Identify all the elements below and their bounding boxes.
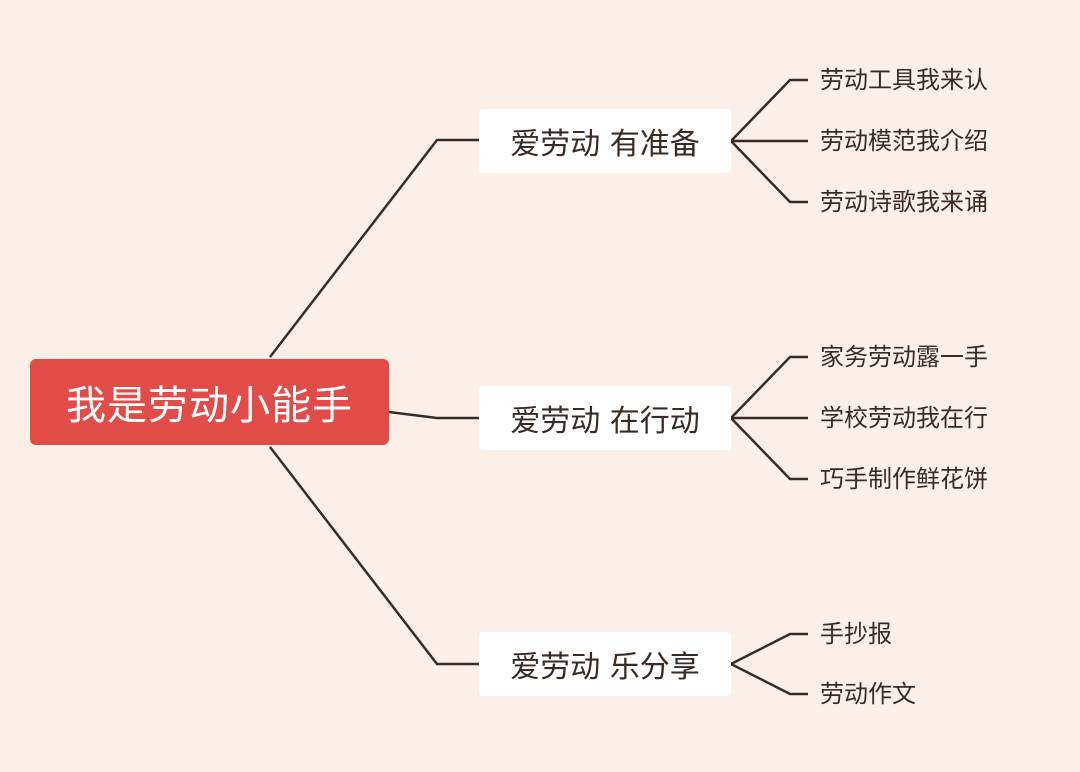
leaf-node: 劳动作文 (820, 680, 916, 708)
branch-node-preparation: 爱劳动 有准备 (479, 109, 731, 173)
connector-branch-1-leaf-3 (730, 140, 808, 204)
branch-node-sharing: 爱劳动 乐分享 (479, 632, 731, 696)
root-node: 我是劳动小能手 (30, 359, 389, 445)
branch-node-label: 爱劳动 有准备 (510, 127, 700, 162)
leaf-node: 学校劳动我在行 (820, 404, 988, 432)
connector-branch-2-leaf-3 (730, 417, 808, 481)
leaf-node: 劳动工具我来认 (820, 66, 988, 94)
leaf-node: 家务劳动露一手 (820, 343, 988, 371)
connector-root-branch-3 (269, 446, 479, 666)
connector-branch-3-leaf-1 (730, 632, 808, 666)
branch-node-action: 爱劳动 在行动 (479, 386, 731, 450)
branch-node-label: 爱劳动 在行动 (510, 404, 700, 439)
leaf-node: 巧手制作鲜花饼 (820, 465, 988, 493)
root-node-label: 我是劳动小能手 (66, 383, 353, 429)
leaf-node: 劳动模范我介绍 (820, 127, 988, 155)
connector-root-branch-2 (388, 410, 479, 420)
connector-branch-1-leaf-1 (730, 78, 808, 142)
branch-node-label: 爱劳动 乐分享 (510, 650, 700, 685)
connector-branch-3-leaf-2 (730, 662, 808, 696)
connector-branch-2-leaf-1 (730, 355, 808, 419)
connector-root-branch-1 (269, 138, 479, 358)
leaf-node: 劳动诗歌我来诵 (820, 188, 988, 216)
leaf-node: 手抄报 (820, 620, 892, 648)
